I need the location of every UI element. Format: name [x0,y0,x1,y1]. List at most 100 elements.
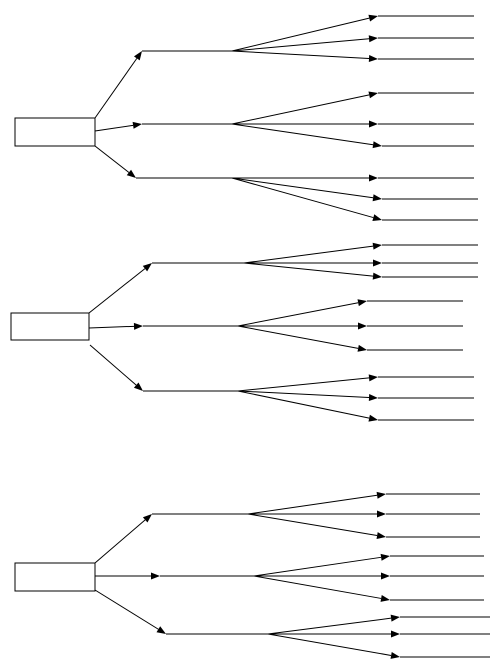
leaf-2-2-2-arrow-arrowhead [358,322,367,330]
leaf-2-1-3-arrow [243,262,382,280]
leaf-3-1-3-arrow-arrowhead [376,532,386,539]
leaf-2-1-1-arrow-arrowhead [372,242,382,250]
leaf-1-1-3-arrow-shaft [231,50,370,60]
leaf-1-3-2-arrow-arrowhead [372,194,382,202]
leaf-3-3-3-arrow-shaft [267,633,392,656]
leaf-1-3-2-arrow [231,177,382,202]
branch-2-3-arrow [89,344,143,391]
branch-3-2-arrow-arrowhead [151,572,160,580]
leaf-1-2-1-arrow [231,91,378,125]
leaf-1-1-2-arrow-arrowhead [368,35,378,43]
leaf-3-2-1-arrow-shaft [253,556,382,577]
leaf-3-3-1-arrow-arrowhead [390,614,400,622]
leaf-1-2-3-arrow-arrowhead [372,141,382,149]
leaf-3-3-3-arrow-arrowhead [390,652,400,659]
branch-2-2-arrow-arrowhead [133,322,143,330]
leaf-2-3-1-arrow-arrowhead [368,374,378,382]
leaf-1-2-2-arrow [232,120,378,128]
branch-1-2-arrow [94,121,142,132]
root-box-2[interactable] [10,312,90,341]
leaf-1-1-1-arrow-arrowhead [368,14,378,22]
leaf-1-2-2-arrow-arrowhead [369,120,378,128]
leaf-1-2-1-arrow-shaft [231,94,370,125]
leaf-2-1-1-arrow-shaft [243,245,374,264]
leaf-3-2-2-arrow [254,572,390,580]
branch-3-3-arrow-arrowhead [156,626,166,634]
root-box-3[interactable] [14,562,96,592]
leaf-2-2-3-arrow [237,325,367,352]
branch-2-1-arrow [88,263,152,314]
root-box-1[interactable] [14,117,96,147]
branch-1-3-arrow-shaft [94,145,130,173]
leaf-3-2-3-arrow-shaft [253,575,382,599]
leaf-1-1-3-arrow [231,50,378,63]
leaf-2-2-1-arrow [237,299,367,327]
branch-2-2-arrow-shaft [88,325,135,329]
branch-3-1-arrow-arrowhead [142,514,152,523]
tree-group-2 [10,242,478,422]
leaf-1-2-1-arrow-arrowhead [368,91,378,99]
leaf-3-3-1-arrow-shaft [267,617,392,635]
branch-2-2-arrow [88,322,143,330]
leaf-3-1-3-arrow-shaft [247,513,378,537]
leaf-3-1-3-arrow [247,513,386,539]
leaf-3-1-1-arrow-arrowhead [376,491,386,499]
leaf-2-3-1-arrow [237,374,378,392]
branch-2-3-arrow-shaft [89,344,137,386]
branch-3-3-arrow [94,589,166,634]
leaf-1-3-3-arrow [231,177,382,221]
leaf-3-2-1-arrow [253,553,390,577]
leaf-3-1-1-arrow-shaft [247,494,378,515]
leaf-3-3-3-arrow [267,633,400,659]
branch-3-1-arrow [94,514,152,564]
leaf-1-3-1-arrow [232,174,378,182]
leaf-2-1-3-arrow-shaft [243,262,374,277]
leaf-2-3-1-arrow-shaft [237,377,370,392]
tree-group-3 [14,491,490,659]
tree-group-1 [14,14,478,221]
leaf-2-2-3-arrow-shaft [237,325,359,349]
leaf-1-1-2-arrow [231,35,378,52]
leaf-3-2-2-arrow-arrowhead [381,572,390,580]
leaf-1-3-3-arrow-shaft [231,177,374,219]
branch-3-3-arrow-shaft [94,589,159,630]
leaf-1-3-3-arrow-arrowhead [372,214,382,221]
branch-1-1-arrow-shaft [94,58,138,119]
branch-1-1-arrow [94,51,142,119]
leaf-2-3-2-arrow-arrowhead [368,394,378,402]
leaf-2-3-2-arrow-shaft [237,390,370,399]
branch-2-1-arrow-arrowhead [142,263,152,272]
leaf-2-3-3-arrow-shaft [237,390,370,419]
leaf-2-2-3-arrow-arrowhead [357,344,367,352]
branch-1-3-arrow [94,145,136,178]
leaf-1-1-2-arrow-shaft [231,38,370,52]
branch-3-1-arrow-shaft [94,519,146,564]
branch-1-2-arrow-shaft [94,124,134,132]
leaf-2-3-3-arrow [237,390,378,422]
leaf-3-2-1-arrow-arrowhead [380,553,390,561]
leaf-2-2-1-arrow-shaft [237,302,359,327]
branch-3-2-arrow [95,572,160,580]
leaf-2-2-2-arrow [238,322,367,330]
leaf-3-2-3-arrow [253,575,390,602]
leaf-1-2-3-arrow [231,123,382,149]
leaf-3-3-2-arrow [268,630,400,638]
branch-2-3-arrow-arrowhead [133,382,143,391]
leaf-1-1-3-arrow-arrowhead [368,55,378,63]
leaf-2-2-1-arrow-arrowhead [357,299,367,307]
branch-1-2-arrow-arrowhead [132,121,142,129]
leaf-3-3-1-arrow [267,614,400,635]
leaf-1-1-1-arrow-shaft [231,17,370,52]
leaf-2-3-2-arrow [237,390,378,402]
branch-2-1-arrow-shaft [88,268,146,314]
branch-1-3-arrow-arrowhead [126,169,136,178]
leaf-3-1-2-arrow-arrowhead [377,510,386,518]
leaf-3-1-2-arrow [248,510,386,518]
leaf-1-2-3-arrow-shaft [231,123,374,146]
leaf-2-1-3-arrow-arrowhead [372,272,382,280]
leaf-2-1-1-arrow [243,242,382,264]
leaf-3-2-3-arrow-arrowhead [380,594,390,602]
leaf-1-3-2-arrow-shaft [231,177,374,199]
leaf-1-1-1-arrow [231,14,378,52]
leaf-3-3-2-arrow-arrowhead [391,630,400,638]
